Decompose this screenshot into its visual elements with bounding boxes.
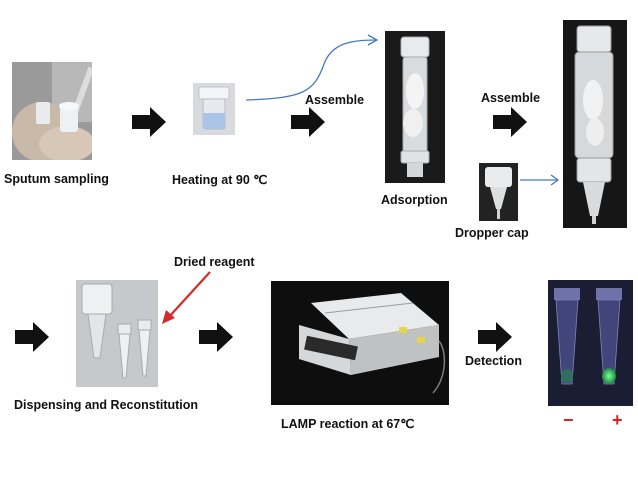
dispensing-photo xyxy=(76,280,158,387)
heating-tube-photo xyxy=(193,83,235,135)
label-assemble-1: Assemble xyxy=(305,93,365,107)
label-sputum-sampling: Sputum sampling xyxy=(4,172,109,186)
blue-arrow-icon xyxy=(520,174,560,186)
label-adsorption: Adsorption xyxy=(381,193,448,207)
assembled-device-photo xyxy=(563,20,627,228)
arrow-right-icon xyxy=(132,107,166,137)
label-assemble-2: Assemble xyxy=(481,91,541,105)
detection-fluorescence-photo xyxy=(548,280,633,406)
arrow-right-icon xyxy=(291,107,325,137)
arrow-right-icon xyxy=(478,322,512,352)
label-dropper-cap: Dropper cap xyxy=(455,226,529,240)
arrow-right-icon xyxy=(199,322,233,352)
label-dispensing: Dispensing and Reconstitution xyxy=(14,398,199,412)
adsorption-column-photo xyxy=(385,31,445,183)
sputum-sampling-photo xyxy=(12,62,92,160)
red-arrow-icon xyxy=(162,271,211,324)
arrow-right-icon xyxy=(15,322,49,352)
negative-sign: − xyxy=(563,410,574,430)
positive-sign: + xyxy=(612,410,623,430)
label-dried-reagent: Dried reagent xyxy=(174,255,255,269)
label-detection: Detection xyxy=(465,354,522,368)
label-lamp-reaction: LAMP reaction at 67℃ xyxy=(281,417,415,431)
dropper-cap-photo xyxy=(479,163,518,221)
arrow-right-icon xyxy=(493,107,527,137)
lamp-instrument-photo xyxy=(271,281,449,405)
label-heating: Heating at 90 ℃ xyxy=(172,173,268,187)
curved-arrow-icon xyxy=(245,34,379,101)
